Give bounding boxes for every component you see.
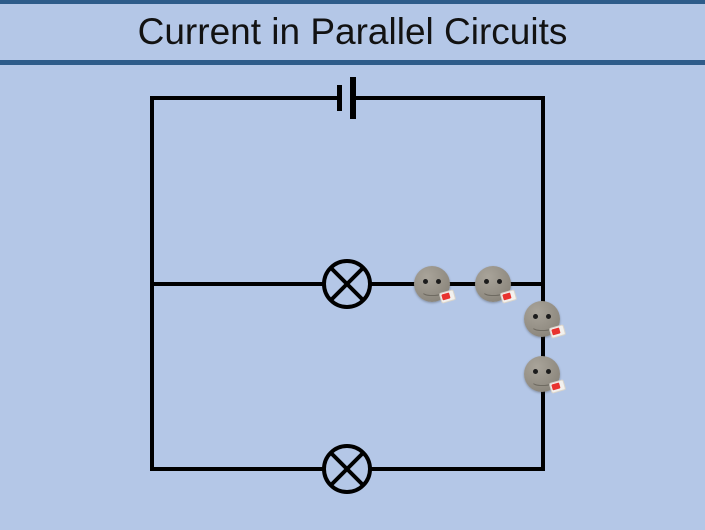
charge-smile-icon	[531, 372, 554, 386]
lamp-bottom-symbol	[322, 444, 372, 494]
charge-eye-right-icon	[436, 279, 441, 284]
charge-eye-right-icon	[546, 314, 551, 319]
title-rule-bottom	[0, 60, 705, 65]
battery-short-plate	[337, 85, 342, 111]
charge-carrier-1	[413, 265, 457, 305]
lamp-top-circle	[322, 259, 372, 309]
charge-carrier-3	[523, 300, 567, 340]
charge-smile-icon	[421, 282, 444, 296]
charge-smile-icon	[482, 282, 505, 296]
charge-eye-left-icon	[533, 369, 538, 374]
lamp-bottom-cross-b	[329, 451, 365, 487]
charge-eye-left-icon	[423, 279, 428, 284]
charge-carrier-2	[474, 265, 518, 305]
charge-carrier-4	[523, 355, 567, 395]
lamp-top-symbol	[322, 259, 372, 309]
page-title: Current in Parallel Circuits	[137, 11, 568, 52]
battery-long-plate	[350, 77, 356, 119]
battery-symbol	[337, 77, 356, 119]
charge-smile-icon	[531, 317, 554, 331]
charge-eye-right-icon	[497, 279, 502, 284]
charge-eye-left-icon	[484, 279, 489, 284]
lamp-top-cross-b	[329, 266, 365, 302]
circuit-diagram	[150, 77, 545, 494]
charge-eye-right-icon	[546, 369, 551, 374]
title-rule-top	[0, 0, 705, 4]
lamp-bottom-circle	[322, 444, 372, 494]
charge-eye-left-icon	[533, 314, 538, 319]
